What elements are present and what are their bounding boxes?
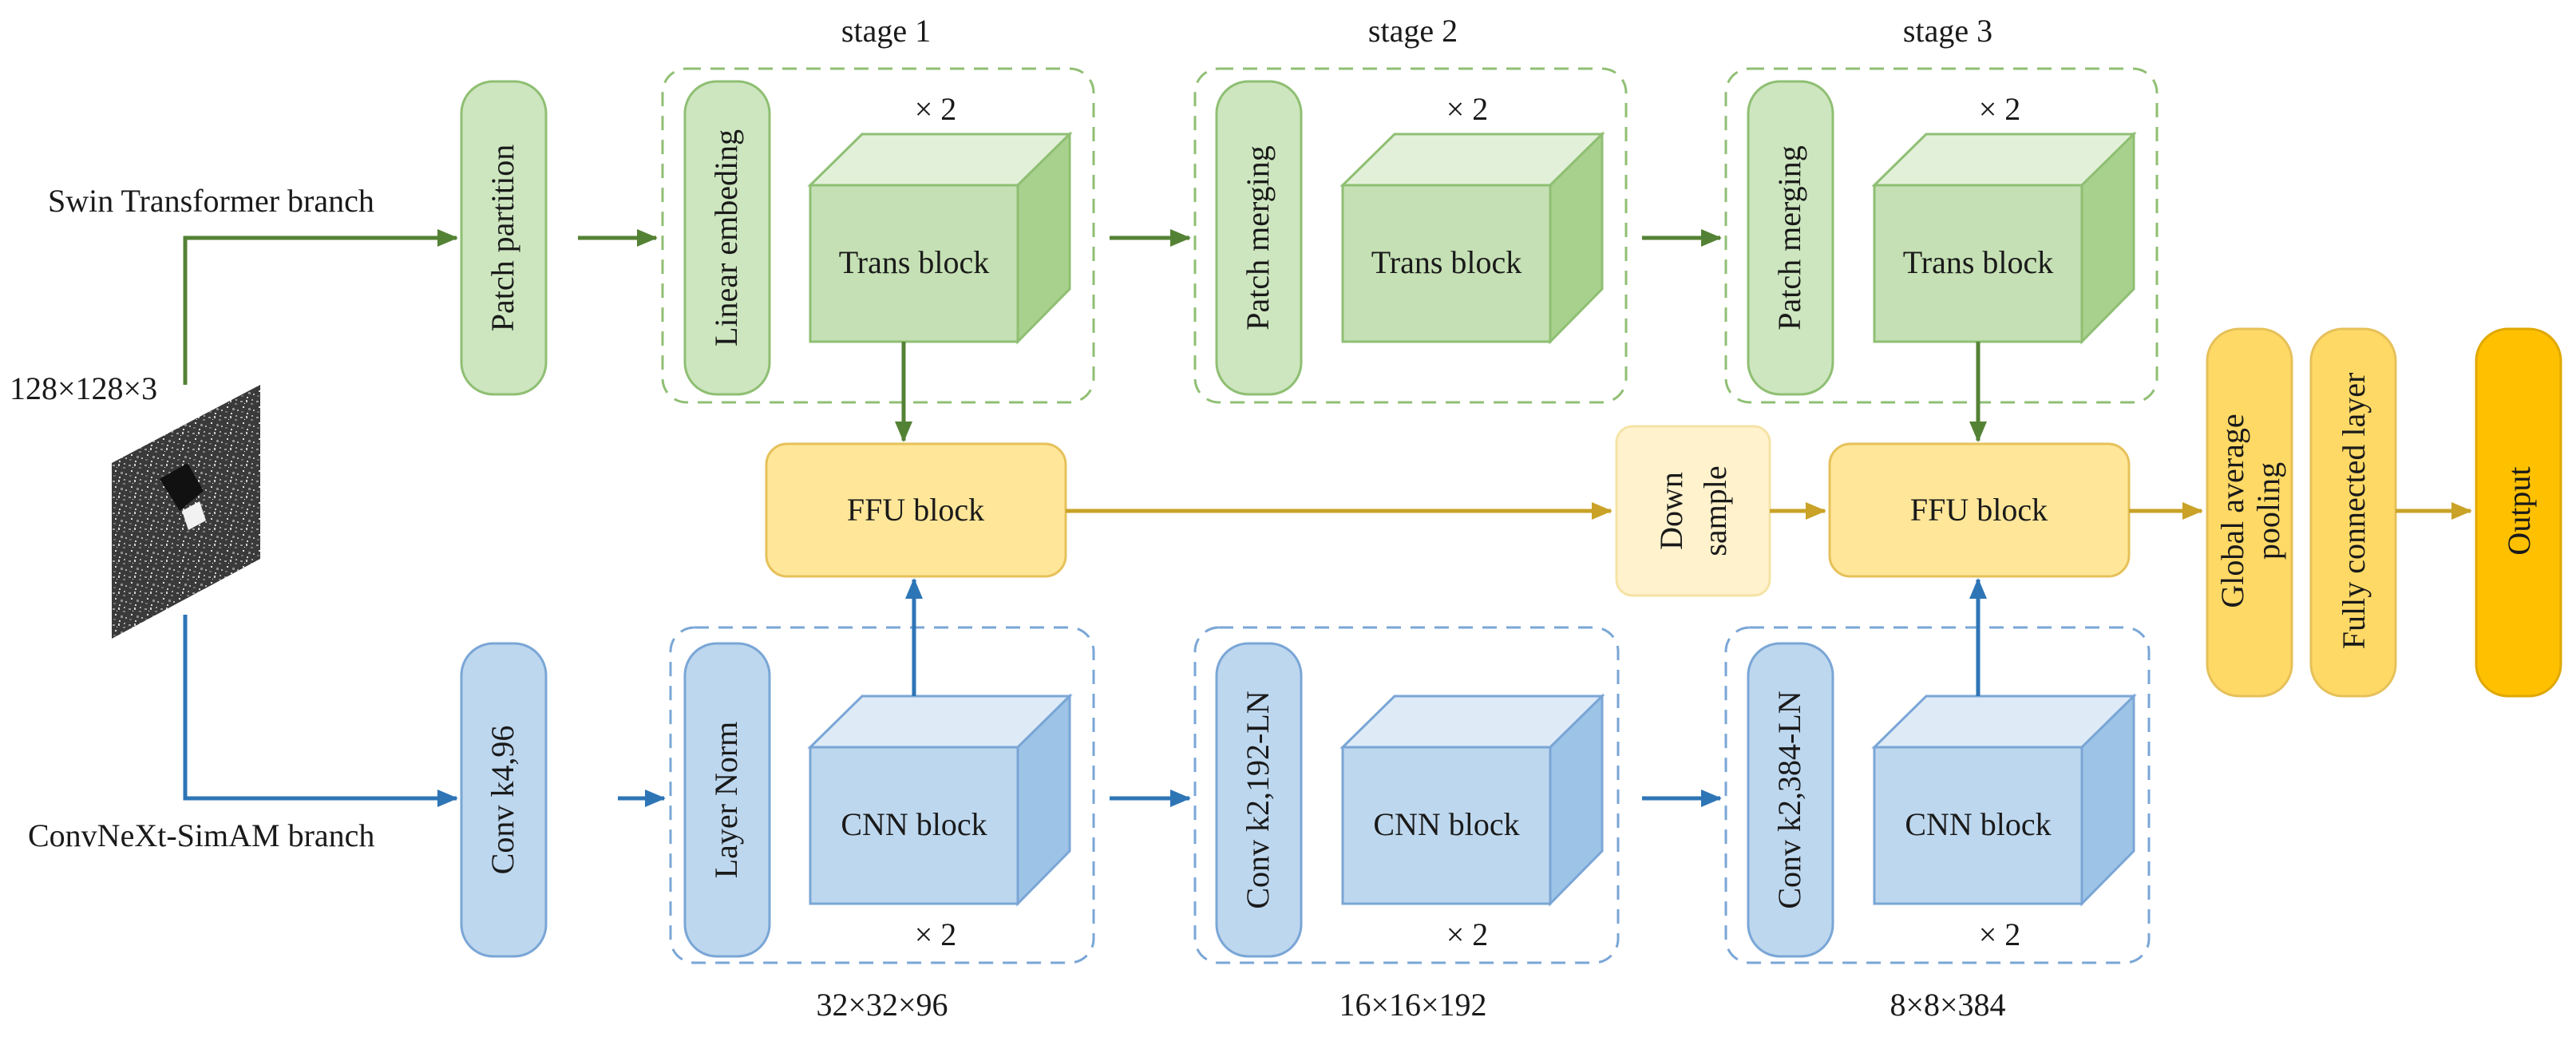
ffu-block-2: FFU block bbox=[1828, 442, 2131, 578]
stage-3-label: stage 3 bbox=[1903, 13, 1992, 49]
convnext-branch-label: ConvNeXt-SimAM branch bbox=[28, 817, 374, 853]
svg-text:Conv k4,96: Conv k4,96 bbox=[485, 726, 520, 875]
svg-text:Patch merging: Patch merging bbox=[1240, 145, 1276, 330]
svg-text:Down: Down bbox=[1653, 472, 1689, 550]
swin-stage-2-group bbox=[1193, 67, 1628, 404]
fully-connected-layer-box: Fully connected layer bbox=[2309, 327, 2397, 698]
convnext-branch-connector bbox=[183, 615, 458, 807]
swin-stage-2-repeat: × 2 bbox=[1446, 91, 1489, 127]
cnn-block-2: CNN block bbox=[1339, 693, 1605, 907]
swin-stage-1-repeat: × 2 bbox=[915, 91, 957, 127]
cnn-stage-1-group bbox=[669, 626, 1095, 964]
svg-text:Trans block: Trans block bbox=[1903, 244, 2054, 280]
svg-text:Conv k2,384-LN: Conv k2,384-LN bbox=[1771, 691, 1807, 908]
svg-text:Trans block: Trans block bbox=[839, 244, 990, 280]
downsample-box: Down sample bbox=[1615, 425, 1771, 597]
swin-stage-1-group bbox=[661, 67, 1095, 404]
svg-text:CNN block: CNN block bbox=[841, 806, 987, 842]
patch-partition-box: Patch partition bbox=[460, 80, 548, 396]
cnn-stage-3-group bbox=[1724, 626, 2151, 964]
svg-text:Layer Norm: Layer Norm bbox=[708, 722, 744, 879]
global-average-pooling-box: Global average pooling bbox=[2206, 327, 2293, 698]
layer-norm-box: Layer Norm bbox=[683, 642, 771, 958]
conv-k2-192-box: Conv k2,192-LN bbox=[1215, 642, 1303, 958]
dim-stage-1: 32×32×96 bbox=[816, 987, 948, 1023]
output-box: Output bbox=[2475, 327, 2562, 698]
trans-block-2: Trans block bbox=[1339, 131, 1605, 345]
svg-text:FFU block: FFU block bbox=[847, 492, 984, 528]
swin-stage-3-group bbox=[1724, 67, 2159, 404]
patch-merging-box-stage3: Patch merging bbox=[1747, 80, 1834, 396]
svg-text:Linear embeding: Linear embeding bbox=[708, 129, 744, 346]
swin-branch-connector bbox=[183, 229, 458, 385]
svg-text:Patch merging: Patch merging bbox=[1771, 145, 1807, 330]
dim-stage-3: 8×8×384 bbox=[1889, 987, 2005, 1023]
svg-text:pooling: pooling bbox=[2250, 462, 2286, 560]
input-size-label: 128×128×3 bbox=[10, 370, 157, 406]
svg-text:FFU block: FFU block bbox=[1910, 492, 2048, 528]
dim-stage-2: 16×16×192 bbox=[1339, 987, 1486, 1023]
ffu-block-1: FFU block bbox=[765, 442, 1067, 578]
svg-text:CNN block: CNN block bbox=[1373, 806, 1519, 842]
cnn-block-3: CNN block bbox=[1871, 693, 2137, 907]
cnn-block-1: CNN block bbox=[807, 693, 1073, 907]
svg-text:Output: Output bbox=[2501, 466, 2537, 555]
cnn-stage-2-repeat: × 2 bbox=[1446, 916, 1489, 952]
patch-merging-box-stage2: Patch merging bbox=[1215, 80, 1303, 396]
svg-text:CNN block: CNN block bbox=[1905, 806, 2051, 842]
svg-text:Trans block: Trans block bbox=[1371, 244, 1522, 280]
input-image bbox=[112, 385, 260, 639]
svg-text:Patch partition: Patch partition bbox=[485, 144, 520, 331]
svg-text:Fully connected layer: Fully connected layer bbox=[2336, 373, 2372, 650]
trans-block-3: Trans block bbox=[1871, 131, 2137, 345]
trans-block-1: Trans block bbox=[807, 131, 1073, 345]
conv-stem-box: Conv k4,96 bbox=[460, 642, 548, 958]
linear-embedding-box: Linear embeding bbox=[683, 80, 771, 396]
cnn-stage-1-repeat: × 2 bbox=[915, 916, 957, 952]
cnn-stage-2-group bbox=[1193, 626, 1620, 964]
stage-1-label: stage 1 bbox=[841, 13, 931, 49]
stage-2-label: stage 2 bbox=[1368, 13, 1458, 49]
swin-stage-3-repeat: × 2 bbox=[1979, 91, 2021, 127]
swin-branch-label: Swin Transformer branch bbox=[48, 183, 374, 219]
conv-k2-384-box: Conv k2,384-LN bbox=[1747, 642, 1834, 958]
svg-text:Conv k2,192-LN: Conv k2,192-LN bbox=[1240, 691, 1276, 908]
svg-text:sample: sample bbox=[1697, 465, 1733, 556]
cnn-stage-3-repeat: × 2 bbox=[1979, 916, 2021, 952]
svg-text:Global average: Global average bbox=[2214, 414, 2250, 608]
